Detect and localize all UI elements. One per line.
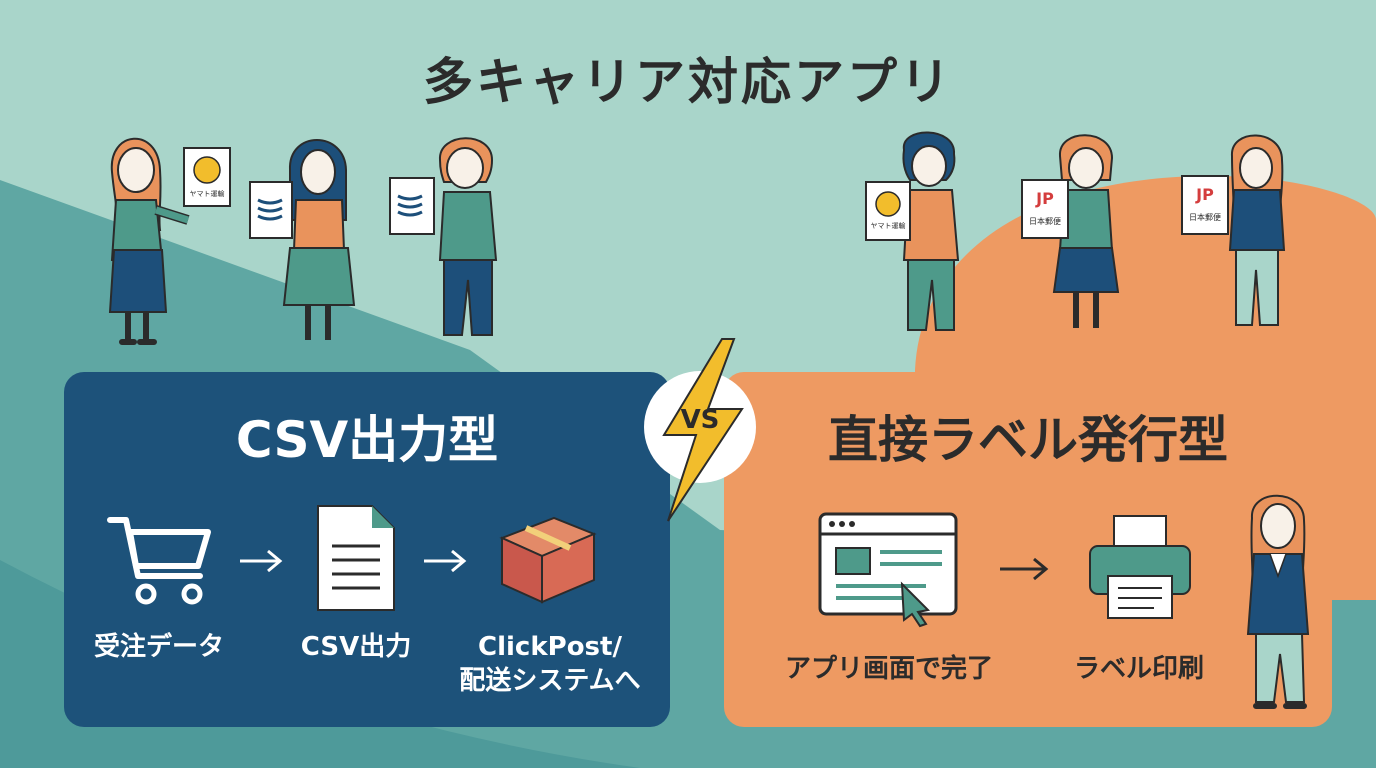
- yamato-sign-text: ヤマト運輸: [190, 189, 225, 198]
- person-3: [438, 137, 498, 336]
- step-label-order-data: 受注データ: [93, 632, 224, 662]
- browser-click-icon: [818, 512, 958, 628]
- jp-logo-1: JP: [1035, 189, 1054, 208]
- step-label-app-screen: アプリ画面で完了: [784, 654, 993, 684]
- csv-panel-title: CSV出力型: [235, 411, 499, 469]
- person-5: [1052, 134, 1120, 328]
- package-icon: [499, 516, 597, 604]
- arrow-right-icon-3: [1000, 557, 1049, 581]
- people-group-left: ヤマト運輸: [108, 137, 498, 345]
- direct-label-panel: 直接ラベル発行型 アプリ画面で完了 ラベル印刷: [724, 372, 1332, 727]
- person-6: [1228, 134, 1286, 326]
- yamato-sign-2: ヤマト運輸: [865, 181, 911, 241]
- arrow-right-icon-2: [424, 549, 467, 573]
- vs-label: VS: [680, 405, 720, 435]
- yamato-sign: ヤマト運輸: [183, 147, 231, 207]
- person-1: [108, 137, 190, 345]
- person-4: [902, 131, 960, 331]
- arrow-right-icon: [240, 549, 283, 573]
- page-title: 多キャリア対応アプリ: [423, 53, 953, 111]
- step-label-clickpost: ClickPost/ 配送システムへ: [459, 632, 641, 696]
- document-icon: [317, 505, 395, 611]
- jp-logo-2: JP: [1195, 185, 1214, 204]
- vs-badge: VS: [630, 335, 770, 525]
- lightning-icon: [644, 338, 756, 522]
- people-group-right: ヤマト運輸 JP 日本郵便 JP 日本郵便: [865, 131, 1286, 331]
- japanpost-sign-2-text: 日本郵便: [1189, 212, 1221, 222]
- yamato-sign-2-text: ヤマト運輸: [871, 221, 906, 230]
- step-label-label-print: ラベル印刷: [1073, 654, 1204, 684]
- step-label-csv-output: CSV出力: [300, 632, 412, 662]
- direct-label-panel-title: 直接ラベル発行型: [828, 411, 1228, 469]
- cart-icon: [107, 517, 211, 605]
- japanpost-sign-2: JP 日本郵便: [1181, 175, 1229, 235]
- csv-output-panel: CSV出力型 受注データ CSV出力 ClickPost/ 配送システムへ: [64, 372, 670, 727]
- printer-icon: [1089, 515, 1191, 619]
- person-2: [282, 139, 356, 340]
- person-business: [1246, 494, 1310, 709]
- japanpost-sign-1: JP 日本郵便: [1021, 179, 1069, 239]
- japanpost-sign-1-text: 日本郵便: [1029, 216, 1061, 226]
- generic-carrier-sign-2: [389, 177, 435, 235]
- generic-carrier-sign-1: [249, 181, 293, 239]
